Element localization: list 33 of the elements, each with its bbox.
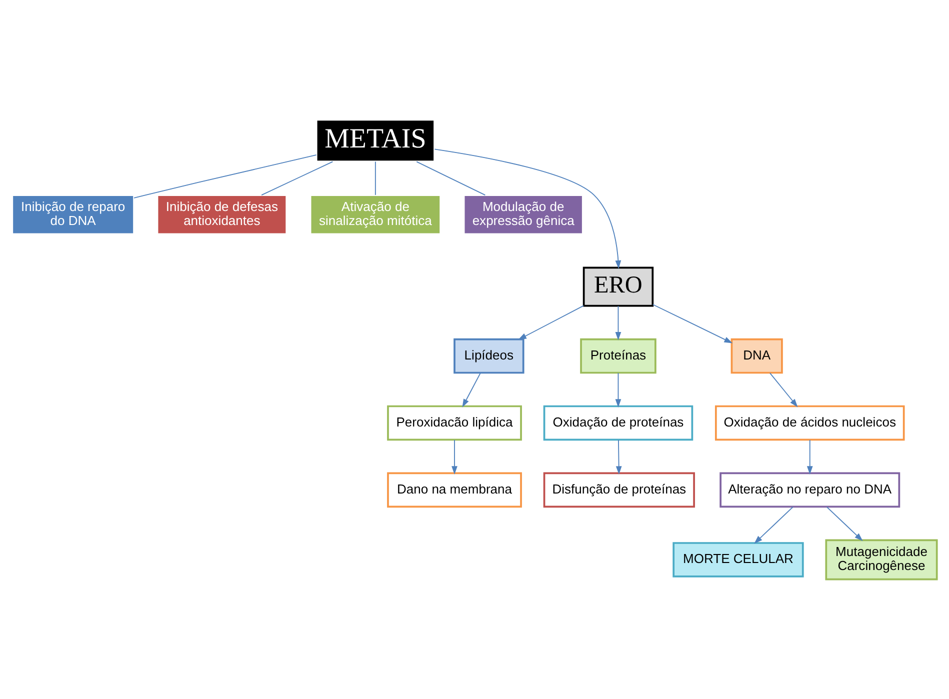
arrow — [615, 306, 622, 340]
node-box: Disfunção de proteínas — [543, 472, 695, 508]
node-box: Peroxidacão lipídica — [387, 405, 522, 441]
node-box: Dano na membrana — [387, 472, 522, 508]
node-box: Mutagenicidade Carcinogênese — [825, 539, 938, 580]
arrow — [652, 304, 733, 344]
node-box: Ativação de sinalização mitótica — [309, 194, 442, 236]
arrow — [462, 372, 481, 408]
node-box: Oxidação de ácidos nucleicos — [714, 405, 905, 441]
connector — [374, 161, 376, 196]
node-box: METAIS — [315, 118, 436, 163]
node-box: Modulação de expressão gênica — [462, 194, 584, 236]
node-box: Lipídeos — [454, 338, 524, 374]
node-box: Proteínas — [580, 338, 656, 374]
node-box: Alteração no reparo no DNA — [720, 472, 900, 508]
arrow — [518, 305, 584, 340]
connector — [134, 154, 317, 198]
node-box: ERO — [582, 266, 654, 307]
arrow — [434, 148, 622, 269]
connector — [416, 161, 486, 196]
arrow — [615, 372, 622, 408]
arrow — [769, 372, 798, 408]
arrow — [616, 440, 622, 475]
node-box: MORTE CELULAR — [672, 542, 804, 578]
arrow — [806, 440, 813, 475]
node-box: DNA — [730, 338, 783, 374]
node-box: Inibição de defesas antioxidantes — [156, 194, 288, 236]
arrow — [826, 506, 863, 542]
node-box: Oxidação de proteínas — [543, 405, 694, 441]
node-box: Inibição de reparo do DNA — [11, 194, 135, 236]
connector — [261, 161, 334, 196]
arrow — [452, 440, 458, 475]
arrow — [754, 506, 794, 544]
